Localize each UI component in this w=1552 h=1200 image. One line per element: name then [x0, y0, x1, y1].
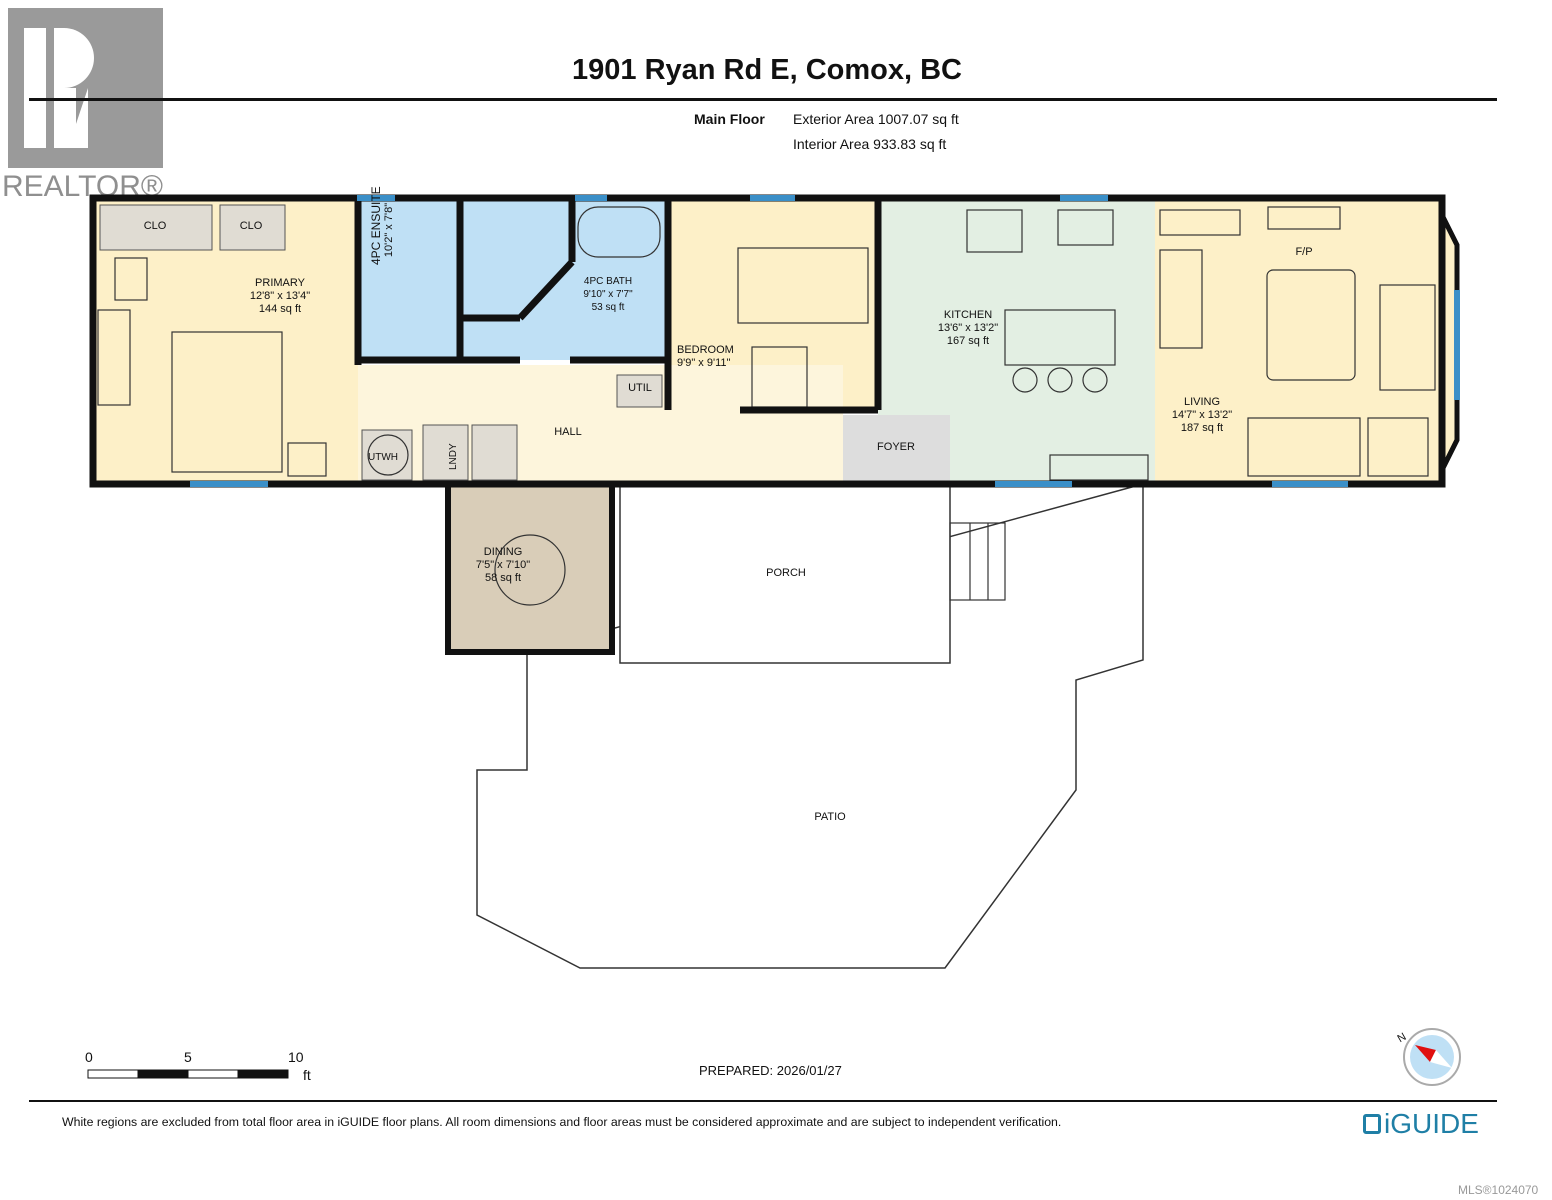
disclaimer: White regions are excluded from total fl…	[62, 1115, 1062, 1129]
utwh-label: UTWH	[368, 452, 398, 463]
closet-1	[99, 204, 213, 251]
patio-outline	[476, 483, 1144, 969]
laundry-dryer	[471, 424, 518, 481]
room-name: DINING	[483, 546, 523, 558]
dining-label: DINING 7'5" x 7'10" 58 sq ft	[476, 546, 530, 585]
realtor-logo	[8, 8, 163, 168]
room-name: PRIMARY	[255, 277, 305, 289]
hall-label: HALL	[554, 426, 582, 438]
fireplace-label: F/P	[1295, 246, 1313, 258]
room-area: 187 sq ft	[1180, 422, 1224, 434]
scale-tick: 5	[184, 1049, 192, 1065]
room-area: 144 sq ft	[258, 303, 302, 315]
compass-icon	[1403, 1028, 1461, 1086]
util-label: UTIL	[628, 382, 652, 394]
room-name: 4PC BATH	[583, 276, 633, 287]
scale-bar	[87, 1069, 289, 1079]
room-dims: 10'2" x 7'8"	[383, 202, 395, 258]
sink	[1057, 209, 1114, 246]
kitchen-island	[1004, 309, 1116, 366]
room-dims: 14'7" x 13'2"	[1171, 409, 1233, 421]
living-room	[1155, 198, 1442, 484]
scale-tick: 10	[288, 1049, 304, 1065]
iguide-logo: iGUIDE	[1363, 1108, 1479, 1140]
utwh-closet	[361, 429, 413, 481]
foyer-area	[843, 415, 950, 484]
laundry-washer	[422, 424, 469, 481]
room-name: KITCHEN	[943, 309, 993, 321]
primary-bed	[171, 331, 283, 473]
laundry-label: LNDY	[448, 443, 459, 470]
kitchen-label: KITCHEN 13'6" x 13'2" 167 sq ft	[938, 309, 998, 348]
room-dims: 9'10" x 7'7"	[583, 289, 633, 300]
primary-room-label: PRIMARY 12'8" x 13'4" 144 sq ft	[250, 277, 310, 316]
room-name: 4PC ENSUITE	[369, 186, 383, 265]
porch-stairs	[949, 522, 1006, 601]
room-dims: 12'8" x 13'4"	[249, 290, 311, 302]
bath-room	[460, 198, 668, 360]
ensuite-label: 4PC ENSUITE 10'2" x 7'8"	[369, 186, 396, 265]
room-area: 167 sq ft	[946, 335, 990, 347]
dining-room	[445, 481, 615, 655]
iguide-wordmark: iGUIDE	[1384, 1108, 1479, 1139]
page-title: 1901 Ryan Rd E, Comox, BC	[572, 54, 962, 86]
dining-table	[494, 534, 566, 606]
porch-label: PORCH	[766, 567, 806, 579]
bath-label: 4PC BATH 9'10" x 7'7" 53 sq ft	[583, 275, 632, 314]
scale-unit: ft	[303, 1067, 311, 1083]
porch-outline	[619, 483, 951, 664]
interior-area: Interior Area 933.83 sq ft	[793, 136, 947, 152]
windows	[190, 195, 1460, 487]
ensuite-room	[358, 198, 460, 360]
scale-tick: 0	[85, 1049, 93, 1065]
prepared-date: PREPARED: 2026/01/27	[699, 1063, 842, 1078]
room-area: 53 sq ft	[591, 302, 625, 313]
foyer-label: FOYER	[877, 441, 915, 453]
closet-2	[219, 204, 286, 251]
room-name: BEDROOM	[677, 344, 734, 356]
stove	[966, 209, 1023, 253]
closet-label: CLO	[143, 220, 167, 232]
room-name: LIVING	[1183, 396, 1221, 408]
bedroom-label: BEDROOM 9'9" x 9'11"	[677, 344, 734, 370]
room-area: 58 sq ft	[484, 572, 522, 584]
exterior-area: Exterior Area 1007.07 sq ft	[793, 111, 959, 127]
room-dims: 9'9" x 9'11"	[677, 357, 731, 369]
floor-name: Main Floor	[694, 111, 765, 127]
living-table	[1266, 269, 1356, 381]
util-closet	[616, 374, 663, 408]
mls-number: MLS®1024070	[1458, 1183, 1539, 1197]
patio-label: PATIO	[814, 811, 846, 823]
iguide-camera-icon	[1363, 1114, 1381, 1134]
fireplace	[1267, 206, 1341, 230]
living-label: LIVING 14'7" x 13'2" 187 sq ft	[1172, 396, 1232, 435]
bedroom-bed	[737, 247, 869, 324]
room-dims: 13'6" x 13'2"	[937, 322, 999, 334]
closet-label: CLO	[239, 220, 263, 232]
header-divider	[29, 98, 1497, 101]
living-sofa	[1379, 284, 1436, 391]
room-dims: 7'5" x 7'10"	[475, 559, 531, 571]
bathtub	[577, 206, 661, 258]
